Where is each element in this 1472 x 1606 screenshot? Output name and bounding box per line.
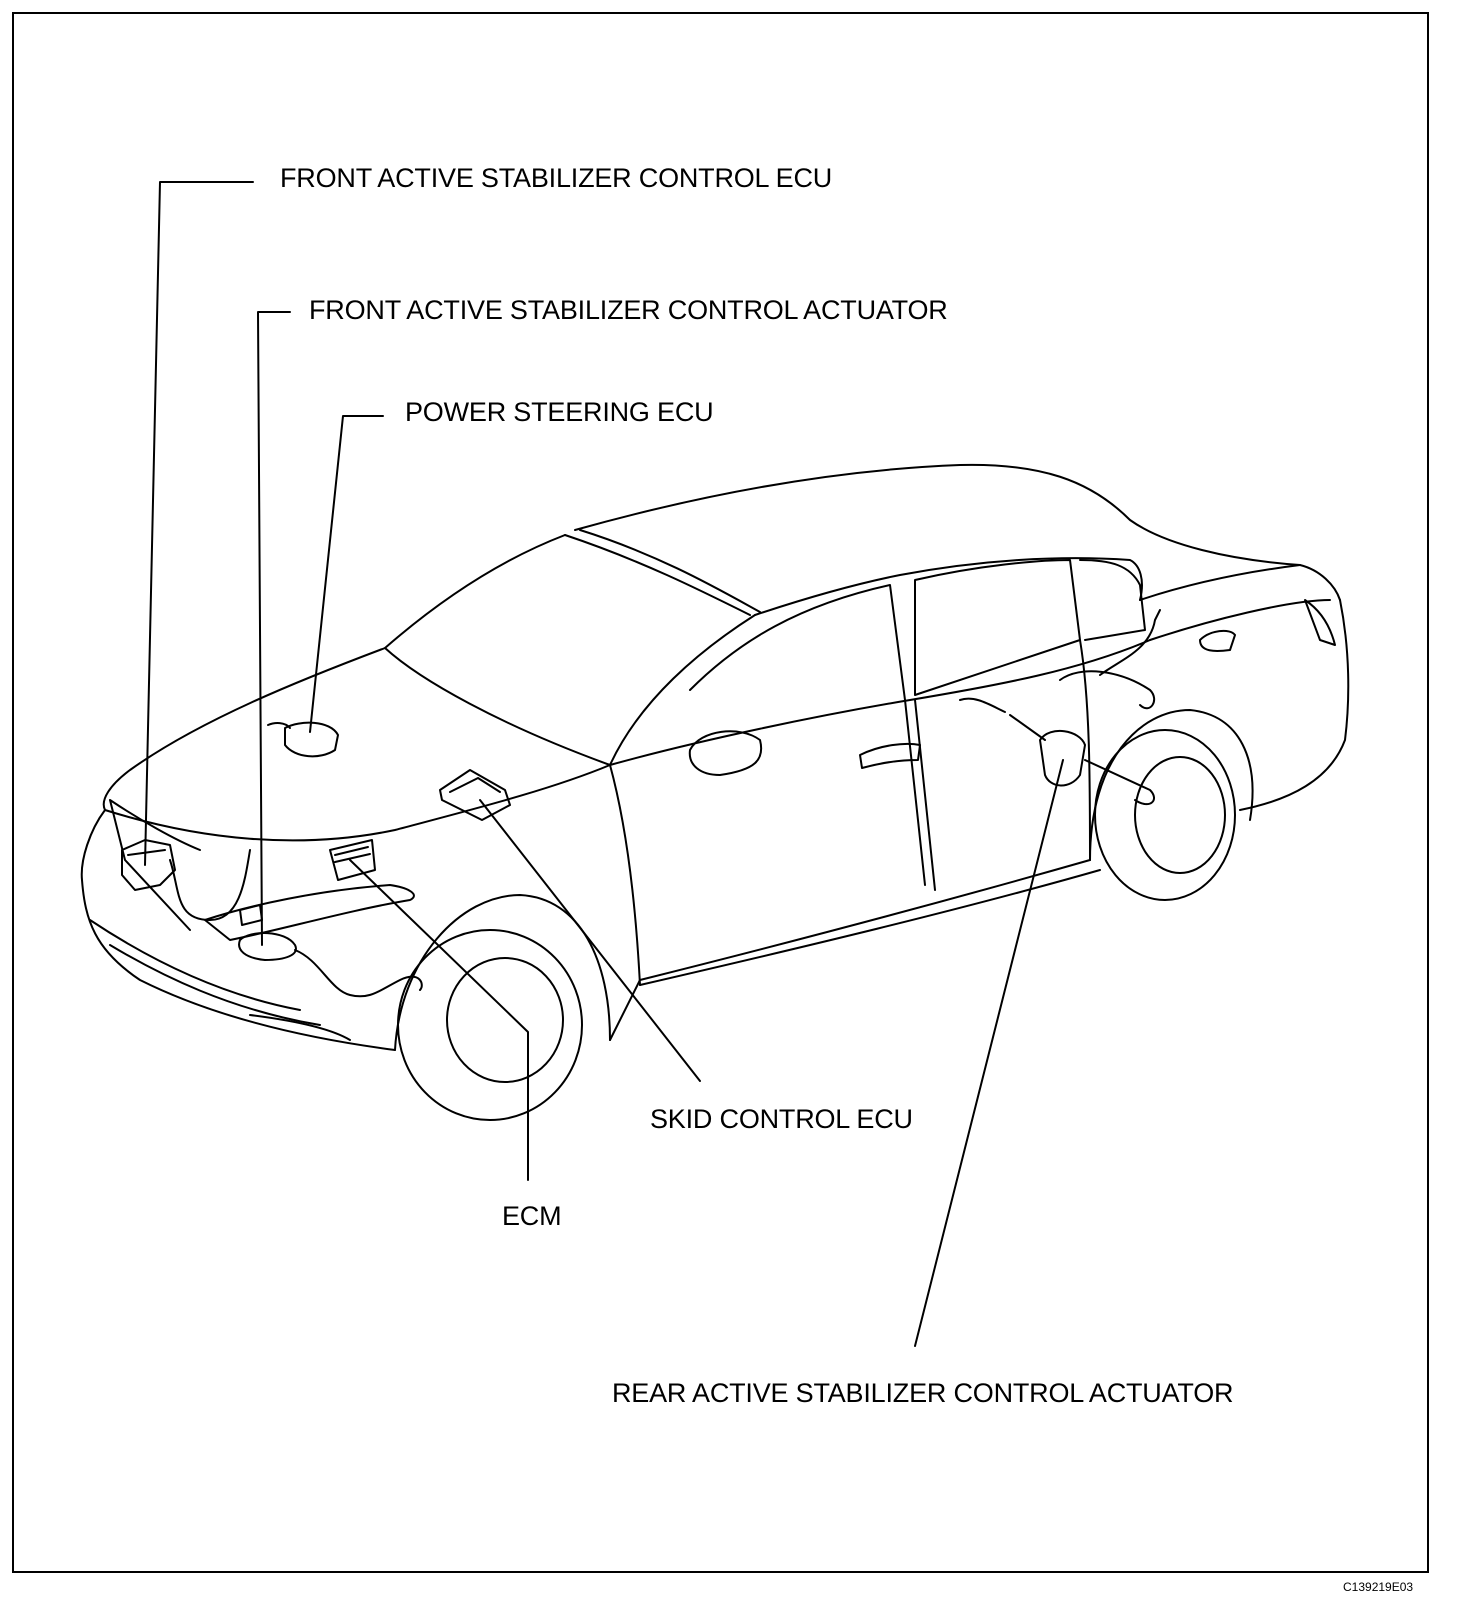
rear-quarter-window	[1079, 559, 1146, 641]
leader-lines	[144, 181, 1064, 1347]
label-power-steering-ecu: POWER STEERING ECU	[405, 397, 714, 427]
components	[121, 609, 1161, 998]
label-front-stabilizer-ecu: FRONT ACTIVE STABILIZER CONTROL ECU	[280, 163, 833, 193]
side-mirror	[688, 730, 763, 776]
label-rear-stabilizer-actuator: REAR ACTIVE STABILIZER CONTROL ACTUATOR	[612, 1378, 1234, 1408]
front-stabilizer-ecu-part	[121, 839, 176, 891]
front-window	[689, 584, 906, 701]
leader-power-steering-ecu	[309, 415, 384, 733]
label-ecm: ECM	[502, 1201, 562, 1231]
front-wheel-arch	[394, 894, 611, 1051]
label-skid-control-ecu: SKID CONTROL ECU	[650, 1104, 913, 1134]
front-wheel	[397, 929, 583, 1121]
car-body	[80, 463, 1350, 1121]
rear-stabilizer-bar	[1009, 714, 1155, 806]
rear-wheel-arch	[1089, 709, 1254, 861]
headlamp	[204, 884, 415, 941]
rear-door-line	[1079, 639, 1091, 861]
leader-rear-actuator	[914, 759, 1064, 1347]
rear-wheel-inner	[1134, 756, 1226, 874]
front-stabilizer-bar	[294, 949, 423, 998]
leader-ecm	[349, 859, 529, 1181]
rear-stabilizer-link	[959, 670, 1156, 713]
car-roof	[574, 463, 1341, 601]
figure-id: C139219E03	[1343, 1580, 1414, 1594]
b-pillar	[904, 699, 936, 891]
fuel-door	[1199, 629, 1236, 652]
rear-actuator-part	[1039, 729, 1086, 787]
side-sill	[609, 859, 1101, 1041]
door-handle	[859, 742, 921, 769]
windshield	[384, 534, 756, 766]
label-front-stabilizer-actuator: FRONT ACTIVE STABILIZER CONTROL ACTUATOR	[309, 295, 948, 325]
rear-wheel	[1094, 729, 1236, 901]
tail-lamp	[1304, 599, 1336, 646]
skid-control-ecu-part	[439, 769, 511, 821]
front-bumper	[80, 809, 396, 1051]
car-roof-inner	[564, 529, 761, 616]
front-ecu-harness	[169, 849, 251, 921]
rear-harness	[1099, 609, 1161, 676]
beltline	[609, 639, 1151, 766]
leader-front-actuator	[257, 311, 291, 946]
leader-skid-control-ecu	[479, 799, 701, 1082]
front-wheel-inner	[446, 957, 564, 1083]
rear-body	[1239, 599, 1350, 811]
front-fender-line	[609, 764, 641, 986]
leader-front-ecu	[144, 181, 254, 866]
ecm-part	[329, 839, 376, 881]
hood	[102, 647, 611, 842]
a-pillar	[754, 557, 1143, 616]
fog-lamp	[249, 1014, 351, 1041]
bumper-lower	[89, 919, 321, 1026]
front-actuator-part	[238, 932, 297, 961]
grille	[109, 799, 201, 931]
power-steering-ecu-part	[267, 721, 339, 758]
rear-deck	[1139, 564, 1331, 641]
rear-window	[914, 559, 1081, 696]
figure-frame	[12, 12, 1429, 1573]
